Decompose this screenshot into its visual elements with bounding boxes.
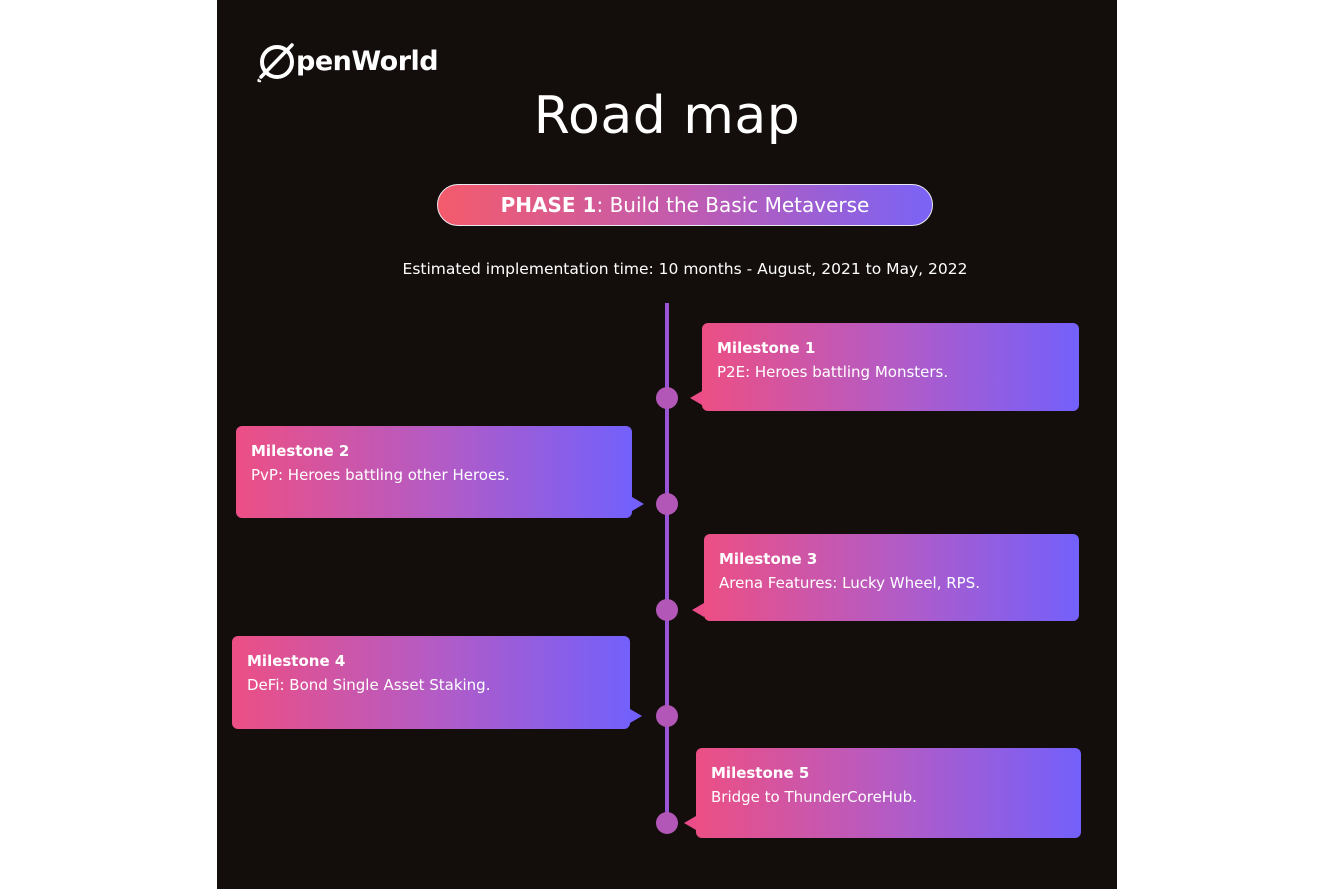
milestone-title: Milestone 3 xyxy=(719,550,818,568)
timeline-dot xyxy=(656,705,678,727)
timeline-dot xyxy=(656,812,678,834)
callout-pointer xyxy=(630,709,642,723)
openworld-logo: penWorld xyxy=(257,38,439,84)
milestone-title: Milestone 5 xyxy=(711,764,810,782)
timeline-dot xyxy=(656,599,678,621)
milestone-title: Milestone 2 xyxy=(251,442,350,460)
phase-banner: PHASE 1: Build the Basic Metaverse xyxy=(437,184,933,226)
milestone-description: P2E: Heroes battling Monsters. xyxy=(717,363,949,381)
estimated-time: Estimated implementation time: 10 months… xyxy=(402,260,968,278)
timeline-dot xyxy=(656,387,678,409)
milestone-description: DeFi: Bond Single Asset Staking. xyxy=(247,676,491,694)
callout-pointer xyxy=(632,497,644,511)
milestone-card: Milestone 1 P2E: Heroes battling Monster… xyxy=(702,323,1079,411)
logo-wordmark: penWorld xyxy=(296,45,439,77)
milestone-card: Milestone 5 Bridge to ThunderCoreHub. xyxy=(696,748,1081,838)
page-title: Road map xyxy=(533,86,801,146)
milestone-title: Milestone 1 xyxy=(717,339,816,357)
timeline-line xyxy=(665,303,669,825)
milestone-card: Milestone 2 PvP: Heroes battling other H… xyxy=(236,426,632,518)
milestone-description: Bridge to ThunderCoreHub. xyxy=(711,788,917,806)
milestone-card: Milestone 4 DeFi: Bond Single Asset Stak… xyxy=(232,636,630,729)
phase-text: : Build the Basic Metaverse xyxy=(596,193,870,217)
callout-pointer xyxy=(690,391,702,405)
milestone-description: Arena Features: Lucky Wheel, RPS. xyxy=(719,574,981,592)
callout-pointer xyxy=(684,816,696,830)
milestone-description: PvP: Heroes battling other Heroes. xyxy=(251,466,510,484)
milestone-card: Milestone 3 Arena Features: Lucky Wheel,… xyxy=(704,534,1079,621)
phase-label: PHASE 1 xyxy=(500,193,597,217)
timeline-dot xyxy=(656,493,678,515)
milestone-title: Milestone 4 xyxy=(247,652,346,670)
planet-ring-icon xyxy=(257,39,297,83)
callout-pointer xyxy=(692,603,704,617)
roadmap-poster: penWorld Road map PHASE 1: Build the Bas… xyxy=(217,0,1117,889)
